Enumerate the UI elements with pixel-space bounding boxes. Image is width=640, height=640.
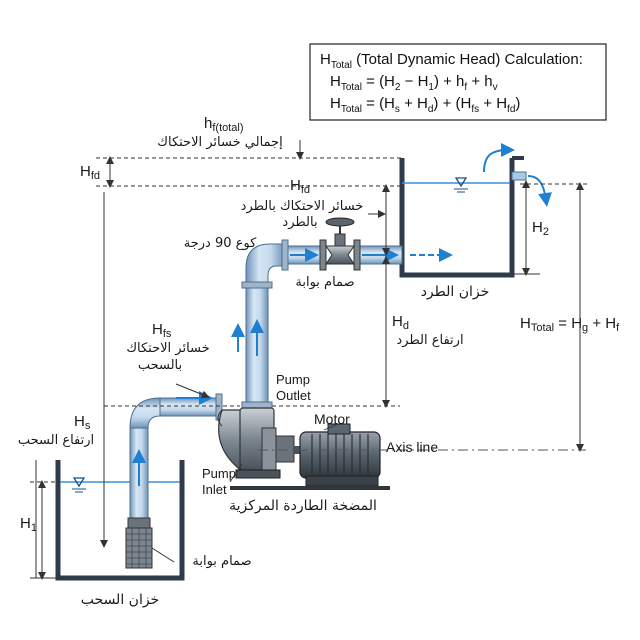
hf-total-ar-label: إجمالي خسائر الاحتكاك [157,135,282,150]
water-level-icon [454,177,468,188]
suction-pipe [129,393,223,521]
hd-ar-label: ارتفاع الطرد [396,333,463,348]
axis-line-label: Axis line [386,439,438,455]
dimension-lines [30,140,590,580]
hfd-mid-label: Hfd [290,177,310,196]
overflow-arrow [527,175,552,207]
hs-ar-label: ارتفاع السحب [18,433,94,448]
hf-total-label: hf(total) [204,115,244,134]
hfs-label: Hfs [152,321,172,340]
hd-label: Hd [392,313,409,332]
centrifugal-pump [217,407,295,479]
flow-arrows [132,248,453,486]
discharge-tank [399,143,552,278]
valve-handwheel [325,217,355,227]
hfs-ar-label-2: بالسحب [138,358,182,373]
water-level-icon [72,477,86,488]
h2-label: H2 [532,219,549,238]
h1-label: H1 [20,515,37,534]
gate-valve-label: صمام بوابة [295,275,354,290]
gate-valve [319,217,361,271]
svg-text:Outlet: Outlet [276,388,311,403]
formula-line-2: HTotal = (H2 − H1) + hf + hv [330,73,498,93]
hfs-ar-label-1: خسائر الاحتكاك [126,341,209,356]
pump-name-label: المضخة الطاردة المركزية [229,498,377,514]
pump-outlet-label: Pump [276,372,310,387]
formula-box: HTotal (Total Dynamic Head) Calculation:… [309,43,607,121]
hfd-left-label: Hfd [80,163,100,182]
elbow-label: كوع 90 درجة [184,236,257,251]
foot-valve [125,517,153,569]
discharge-tank-label: خزان الطرد [421,284,490,300]
hfd-ar-label-1: خسائر الاحتكاك بالطرد [241,199,364,214]
hfd-ar-label-2: بالطرد [282,215,317,230]
overflow-pipe [511,171,527,181]
motor-label: Motor [314,411,350,427]
formula-line-1: HTotal (Total Dynamic Head) Calculation: [320,51,583,71]
motor [230,423,390,490]
suction-tank-label: خزان السحب [81,592,159,608]
foot-valve-label: صمام بوابة [192,554,251,569]
pump-inlet-label: Pump [202,466,236,481]
hs-label: Hs [74,413,91,432]
inflow-arrow [483,143,515,173]
formula-line-3: HTotal = (Hs + Hd) + (Hfs + Hfd) [330,95,520,115]
suction-tank [55,460,185,581]
htotal-right-label: HTotal = Hg + Hf [520,315,620,334]
svg-text:Inlet: Inlet [202,482,227,497]
